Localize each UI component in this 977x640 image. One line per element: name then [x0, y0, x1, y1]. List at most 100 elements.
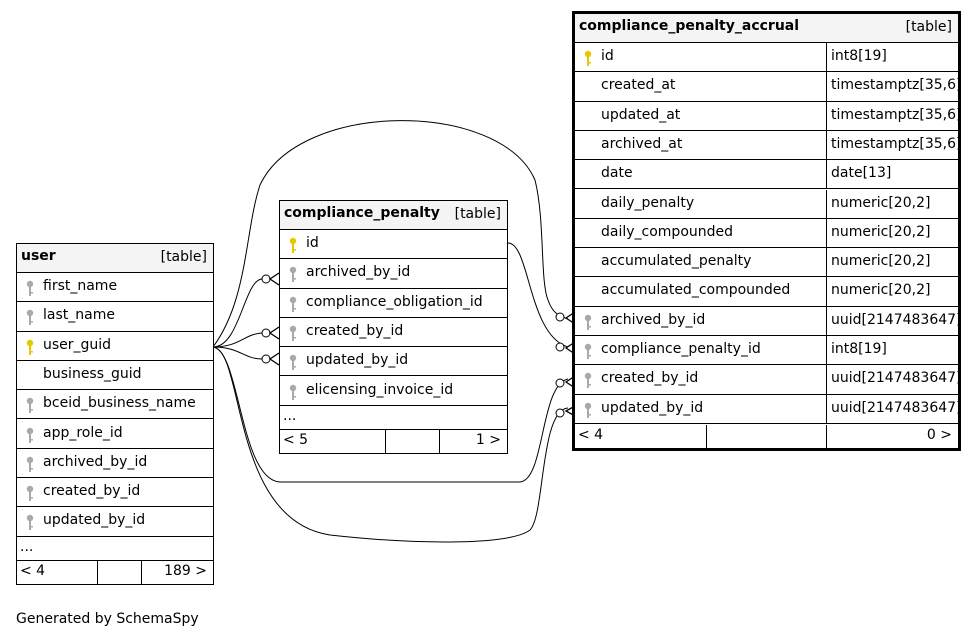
table-footer: < 5 1 > [280, 430, 507, 454]
column-row[interactable]: app_role_id [17, 420, 213, 449]
table-header: compliance_penalty_accrual [table] [575, 14, 958, 43]
fk-key-icon [26, 310, 34, 326]
fk-key-icon [26, 456, 34, 472]
column-row[interactable]: accumulated_compounded numeric[20,2] [575, 277, 958, 307]
column-row[interactable]: created_by_id [17, 478, 213, 508]
table-user[interactable]: user [table] first_name last_name user_gui… [16, 243, 214, 585]
column-type: numeric[20,2] [831, 282, 931, 299]
column-row[interactable]: id [280, 230, 507, 260]
column-name: daily_penalty [601, 194, 695, 211]
column-name: first_name [43, 278, 118, 294]
fk-key-icon [289, 354, 297, 371]
column-name: archived_by_id [306, 264, 411, 281]
fk-key-icon [289, 296, 297, 312]
link-penalty-accrual [507, 242, 569, 348]
column-row[interactable]: updated_by_id uuid[2147483647] [575, 394, 962, 424]
column-row[interactable]: last_name [17, 302, 213, 332]
link-user-penalty-created [212, 332, 263, 348]
fk-key-icon [26, 427, 34, 443]
footer-left[interactable]: < 4 [20, 563, 46, 579]
link-user-penalty-archived [212, 278, 263, 348]
fk-key-icon [289, 384, 297, 400]
table-kind: [table] [905, 19, 952, 35]
column-name: archived_by_id [601, 311, 706, 328]
column-type: uuid[2147483647] [831, 399, 962, 416]
column-row[interactable]: date date[13] [575, 160, 958, 190]
link-user-accrual-updated [212, 346, 569, 543]
column-type: numeric[20,2] [831, 253, 931, 270]
fk-key-icon [584, 402, 592, 418]
column-name: app_role_id [43, 424, 123, 441]
table-name: user [21, 248, 56, 264]
column-type: uuid[2147483647] [831, 311, 962, 328]
column-row[interactable]: user_guid [17, 332, 213, 361]
link-user-accrual-created [212, 346, 569, 483]
table-header: user [table] [17, 244, 213, 273]
column-name: id [601, 48, 614, 64]
link-user-penalty-updated [212, 346, 263, 360]
column-name: archived_at [601, 135, 683, 152]
column-row[interactable]: archived_at timestamptz[35,6] [575, 130, 962, 161]
column-row[interactable]: created_by_id [280, 318, 507, 348]
fk-key-icon [26, 515, 34, 531]
column-type: date[13] [831, 165, 892, 182]
footer-right[interactable]: 189 > [164, 563, 207, 579]
column-name: updated_by_id [601, 399, 704, 416]
column-name: accumulated_compounded [601, 282, 791, 299]
column-name: date [601, 165, 633, 182]
fk-key-icon [584, 314, 592, 330]
column-name: updated_by_id [306, 352, 409, 369]
column-row[interactable]: archived_by_id [17, 449, 213, 479]
column-name: bceid_business_name [43, 395, 196, 412]
footer-left[interactable]: < 5 [283, 432, 309, 448]
column-row[interactable]: updated_by_id [17, 507, 213, 537]
column-name: compliance_obligation_id [306, 293, 483, 310]
column-type: timestamptz[35,6] [831, 77, 962, 94]
generated-by-label: Generated by SchemaSpy [16, 611, 199, 627]
column-row[interactable]: archived_by_id uuid[2147483647] [575, 306, 962, 336]
column-row[interactable]: updated_by_id [280, 347, 507, 377]
column-row[interactable]: compliance_obligation_id [280, 289, 507, 318]
column-row[interactable]: archived_by_id [280, 259, 507, 289]
column-name: last_name [43, 307, 115, 324]
table-header: compliance_penalty [table] [280, 201, 507, 230]
column-name: daily_compounded [601, 223, 734, 240]
column-row[interactable]: first_name [17, 273, 213, 303]
column-name: elicensing_invoice_id [306, 381, 454, 398]
column-name: id [306, 235, 319, 251]
column-row[interactable]: business_guid [17, 361, 213, 391]
table-compliance-penalty[interactable]: compliance_penalty [table] id archived_by… [279, 200, 508, 454]
table-kind: [table] [454, 206, 501, 222]
footer-left[interactable]: < 4 [578, 427, 604, 443]
table-footer: < 4 0 > [575, 425, 958, 449]
footer-right[interactable]: 1 > [475, 432, 501, 448]
column-row[interactable]: elicensing_invoice_id [280, 377, 507, 406]
column-name: created_by_id [306, 322, 404, 339]
column-type: uuid[2147483647] [831, 370, 962, 387]
footer-right[interactable]: 0 > [926, 427, 952, 443]
column-name: user_guid [43, 336, 112, 353]
table-name: compliance_penalty [284, 205, 440, 221]
column-type: int8[19] [831, 341, 887, 357]
table-kind: [table] [160, 249, 207, 265]
column-type: timestamptz[35,6] [831, 135, 962, 152]
fk-key-icon [289, 325, 297, 341]
column-row[interactable]: bceid_business_name [17, 390, 213, 420]
column-name: archived_by_id [43, 453, 148, 470]
fk-key-icon [584, 343, 592, 359]
column-type: timestamptz[35,6] [831, 106, 962, 123]
fk-key-icon [26, 397, 34, 414]
column-name: updated_by_id [43, 512, 146, 529]
pk-key-icon [289, 237, 297, 253]
pk-key-icon [584, 50, 592, 66]
